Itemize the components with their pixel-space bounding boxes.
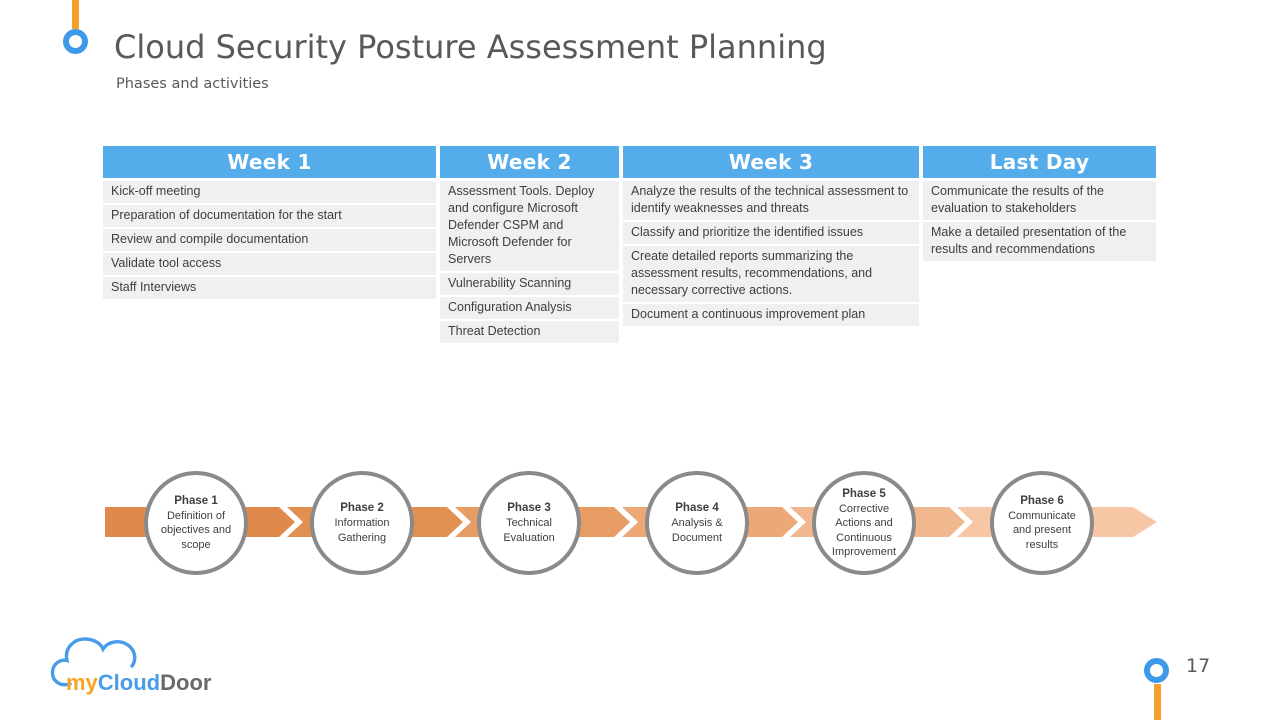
phase-name: Phase 6 [1020, 494, 1064, 507]
activity-cell: Review and compile documentation [103, 229, 436, 251]
phase-circle-3: Phase 3 Technical Evaluation [477, 471, 581, 575]
logo-text-cloud: Cloud [98, 670, 160, 695]
phase-name: Phase 3 [507, 502, 551, 514]
activity-cell: Analyze the results of the technical ass… [623, 181, 919, 220]
phase-description: Technical Evaluation [503, 517, 555, 544]
phase-name: Phase 5 [842, 487, 886, 500]
activity-cell: Validate tool access [103, 253, 436, 275]
activity-cell: Document a continuous improvement plan [623, 304, 919, 326]
activity-cell: Classify and prioritize the identified i… [623, 222, 919, 244]
phase-description: Analysis & Document [671, 517, 723, 544]
phase-circle-6: Phase 6 Communicate and present results [990, 471, 1094, 575]
phase-description: Definition of objectives and scope [160, 509, 232, 551]
bottom-accent-ring-icon [1144, 658, 1169, 683]
phase-name: Phase 2 [340, 502, 384, 514]
activity-cell: Threat Detection [440, 321, 619, 343]
activity-cell: Make a detailed presentation of the resu… [923, 222, 1156, 261]
phase-circle-1: Phase 1 Definition of objectives and scop… [144, 471, 248, 575]
phase-circle-5: Phase 5 Corrective Actions and Continuous… [812, 471, 916, 575]
logo-wordmark: myCloudDoor [66, 670, 212, 695]
bottom-accent-line [1154, 684, 1161, 720]
activity-cell: Configuration Analysis [440, 297, 619, 319]
top-accent-line [72, 0, 79, 29]
logo-text-my: my [66, 670, 99, 695]
column-header: Week 1 [103, 146, 436, 178]
logo-cloud-icon [50, 637, 137, 687]
logo-text-door: Door [160, 670, 212, 695]
phase-circle-2: Phase 2 Information Gathering [310, 471, 414, 575]
page-number: 17 [1186, 655, 1211, 677]
phase-description: Corrective Actions and Continuous Improv… [831, 502, 897, 559]
column-header: Last Day [923, 146, 1156, 178]
activity-cell: Communicate the results of the evaluatio… [923, 181, 1156, 220]
phase-description: Information Gathering [334, 517, 390, 544]
phase-circle-4: Phase 4 Analysis & Document [645, 471, 749, 575]
activity-cell: Assessment Tools. Deploy and configure M… [440, 181, 619, 271]
phase-description: Communicate and present results [1008, 509, 1076, 551]
mycloudoor-logo: myCloudDoor [50, 637, 212, 695]
page-subtitle: Phases and activities [116, 76, 269, 92]
activity-cell: Create detailed reports summarizing the … [623, 246, 919, 302]
column-header: Week 2 [440, 146, 619, 178]
activity-cell: Preparation of documentation for the sta… [103, 205, 436, 227]
page-title: Cloud Security Posture Assessment Planni… [114, 28, 827, 66]
activity-cell: Kick-off meeting [103, 181, 436, 203]
top-accent-ring-icon [63, 29, 88, 54]
activity-cell: Vulnerability Scanning [440, 273, 619, 295]
phase-name: Phase 1 [174, 494, 218, 507]
column-header: Week 3 [623, 146, 919, 178]
phase-name: Phase 4 [675, 502, 719, 514]
activity-cell: Staff Interviews [103, 277, 436, 299]
